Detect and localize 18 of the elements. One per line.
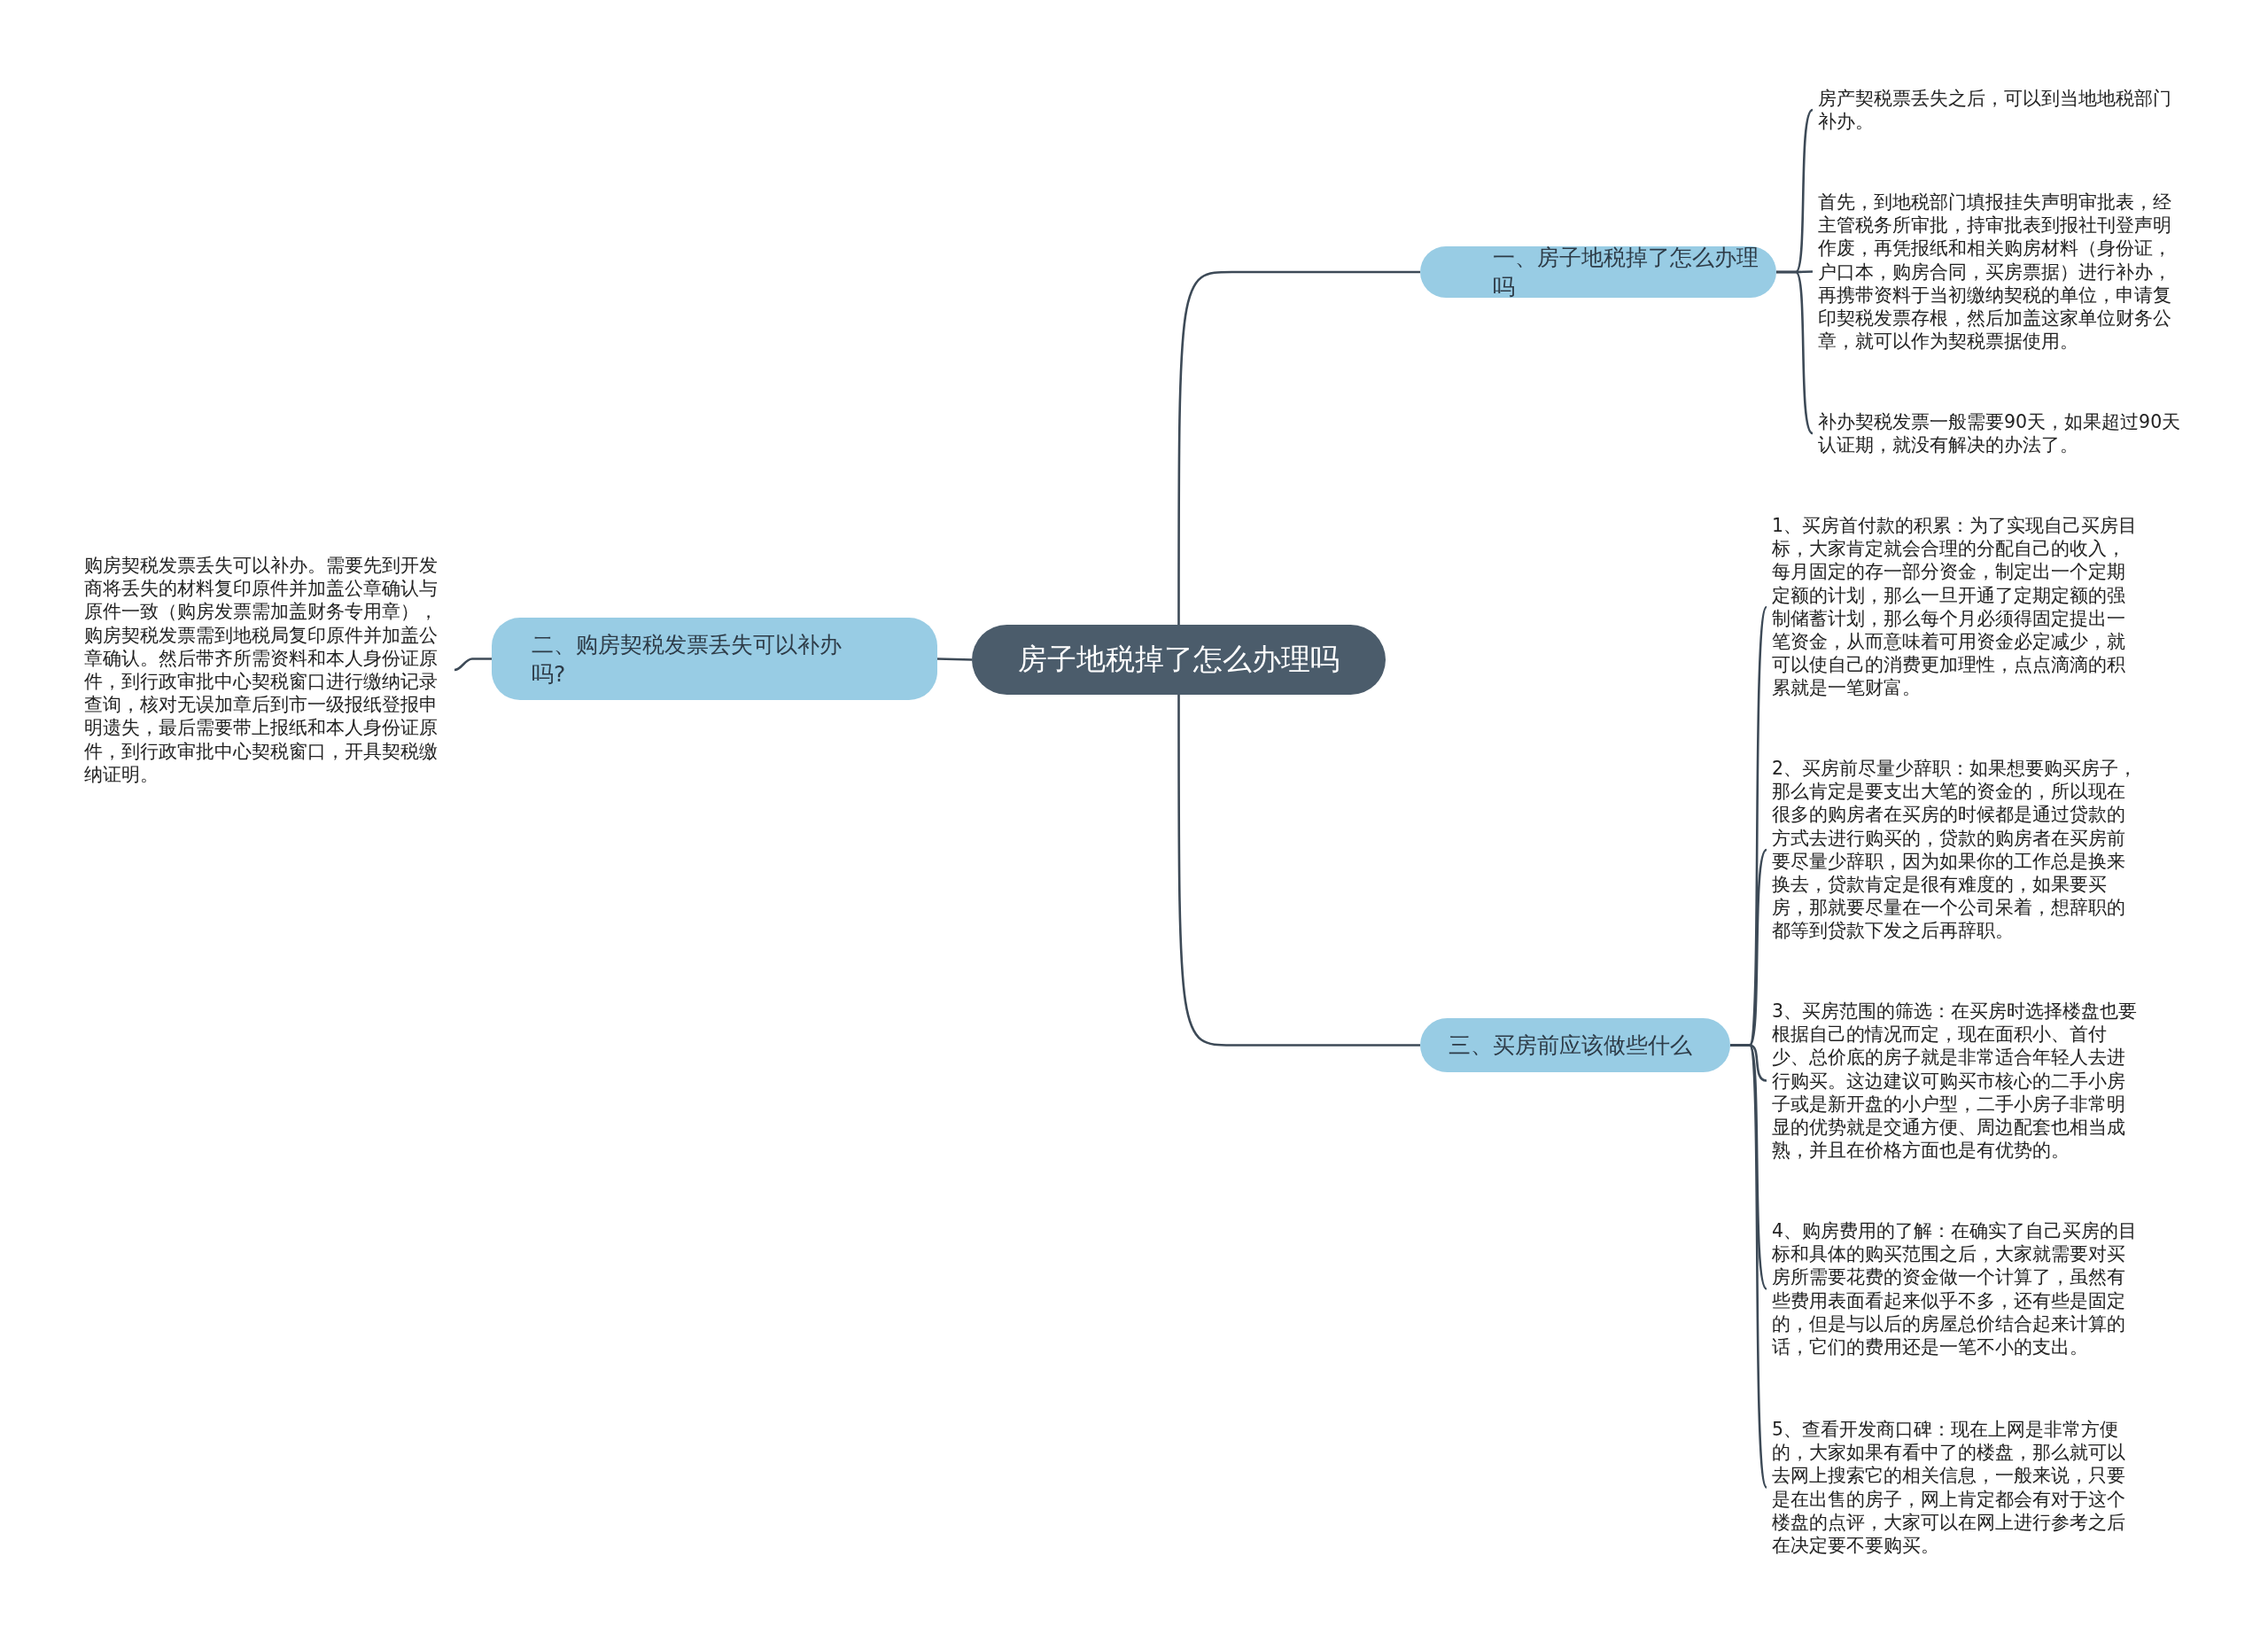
note-text: 2、买房前尽量少辞职：如果想要购买房子，那么肯定是要支出大笔的资金的，所以现在很多的购房者在买房的时候都是通过贷款的方式去进行购买的，贷款的购房者在买房前要尽量少辞职，因为如果你的工作总是换来换去，贷款肯定是很有难度的，如果要买房，那就要尽量在一个公司呆着，想辞职的都等到贷款下发之后再辞职。	[1772, 757, 2140, 943]
note-text: 3、买房范围的筛选：在买房时选择楼盘也要根据自己的情况而定，现在面积小、首付少、总价底的房子就是非常适合年轻人去进行购买。这边建议可购买市核心的二手小房子或是新开盘的小户型，二手小房子非常明显的优势就是交通方便、周边配套也相当成熟，并且在价格方面也是有优势的。	[1772, 1000, 2140, 1163]
note-text: 房产契税票丢失之后，可以到当地地税部门补办。	[1818, 87, 2186, 134]
connector-line	[1776, 270, 1814, 434]
connector-line	[1177, 270, 1420, 625]
note-text: 购房契税发票丢失可以补办。需要先到开发商将丢失的材料复印原件并加盖公章确认与原件一致（购房发票需加盖财务专用章），购房契税发票需到地税局复印原件并加盖公章确认。然后带齐所需资料和本人身份证原件，到行政审批中心契税窗口进行缴纳记录查询，核对无误加章后到市一级报纸登报申明遗失，最后需要带上报纸和本人身份证原件，到行政审批中心契税窗口，开具契税缴纳证明。	[84, 554, 453, 787]
topic-box: 三、买房前应该做些什么	[1420, 1018, 1730, 1072]
connector-line	[454, 658, 492, 672]
topic-box: 一、房子地税掉了怎么办理吗	[1420, 246, 1776, 298]
note-text: 首先，到地税部门填报挂失声明审批表，经主管税务所审批，持审批表到报社刊登声明作废，再凭报纸和相关购房材料（身份证，户口本，购房合同，买房票据）进行补办，再携带资料于当初缴纳契税的单位，申请复印契税发票存根，然后加盖这家单位财务公章，就可以作为契税票据使用。	[1818, 191, 2186, 354]
note-text: 5、查看开发商口碑：现在上网是非常方便的，大家如果有看中了的楼盘，那么就可以去网上搜索它的相关信息，一般来说，只要是在出售的房子，网上肯定都会有对于这个楼盘的点评，大家可以在网上进行参考之后在决定要不要购买。	[1772, 1418, 2140, 1558]
note-text: 1、买房首付款的积累：为了实现自己买房目标，大家肯定就会合理的分配自己的收入，每月固定的存一部分资金，制定出一个定期定额的计划，那么一旦开通了定期定额的强制储蓄计划，那么每个月必须得固定提出一笔资金，从而意味着可用资金必定减少，就可以使自己的消费更加理性，点点滴滴的积累就是一笔财富。	[1772, 514, 2140, 700]
topic-box: 二、购房契税发票丢失可以补办吗?	[492, 618, 937, 700]
note-text: 4、购房费用的了解：在确实了自己买房的目标和具体的购买范围之后，大家就需要对买房所需要花费的资金做一个计算了，虽然有些费用表面看起来似乎不多，还有些是固定的，但是与以后的房屋总价结合起来计算的话，它们的费用还是一笔不小的支出。	[1772, 1219, 2140, 1359]
central-topic-box: 房子地税掉了怎么办理吗	[972, 625, 1386, 695]
connector-line	[1177, 695, 1420, 1047]
connector-line	[936, 658, 973, 661]
note-text: 补办契税发票一般需要90天，如果超过90天认证期，就没有解决的办法了。	[1818, 410, 2186, 457]
